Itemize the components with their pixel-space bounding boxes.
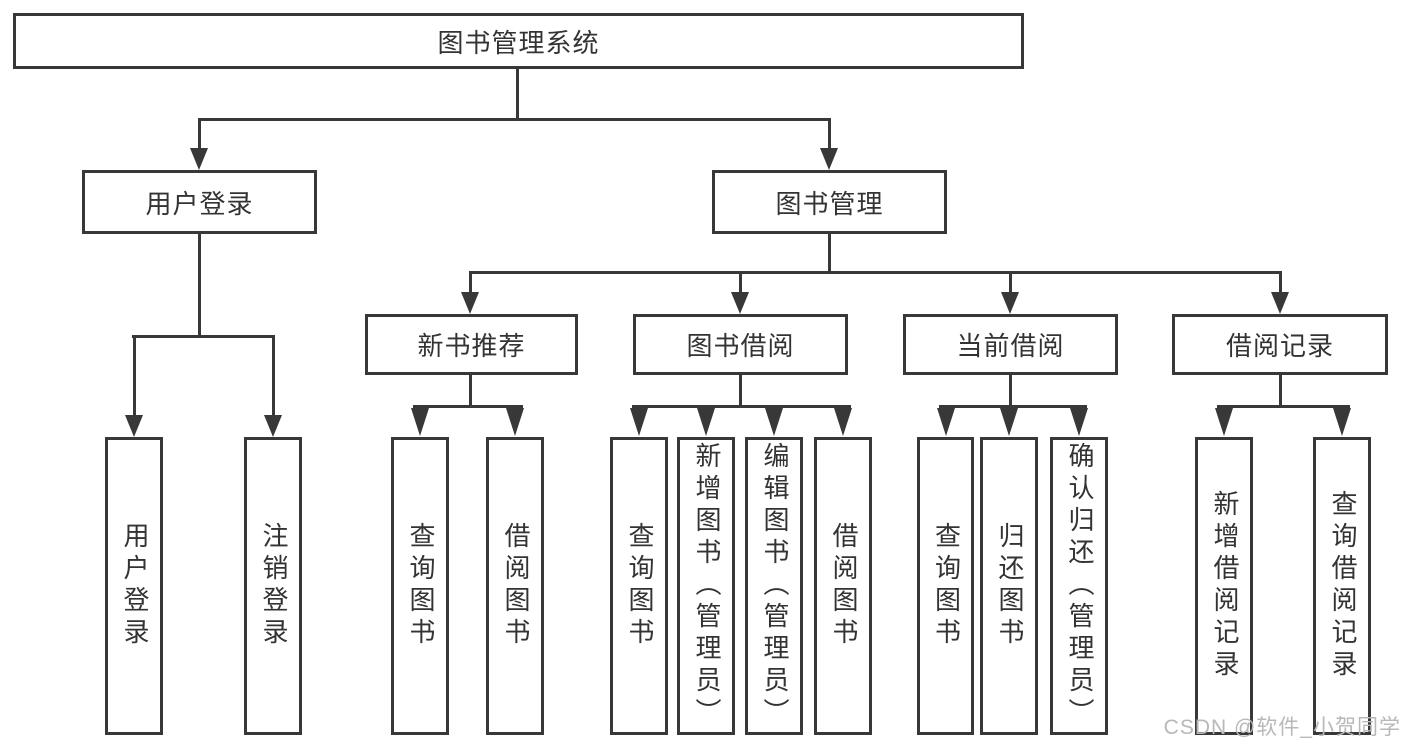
node-label: 确认归还（管理员） xyxy=(1064,442,1095,730)
connector-line xyxy=(828,121,831,150)
arrow-down-icon xyxy=(820,148,838,170)
leaf-query-books-recommend: 查询图书 xyxy=(391,437,449,735)
node-current-borrow: 当前借阅 xyxy=(903,314,1118,375)
node-label: 图书管理 xyxy=(775,188,884,219)
arrow-down-icon xyxy=(765,408,783,436)
arrow-down-icon xyxy=(1001,292,1019,314)
node-user-login: 用户登录 xyxy=(82,170,317,234)
connector-line xyxy=(132,335,275,338)
connector-line xyxy=(739,274,742,293)
csdn-watermark: CSDN @软件_小贺同学 xyxy=(1163,716,1401,739)
node-label: 新增借阅记录 xyxy=(1209,490,1240,682)
leaf-query-books-current: 查询图书 xyxy=(917,437,974,735)
node-label: 查询图书 xyxy=(405,522,436,650)
node-label: 新增图书（管理员） xyxy=(691,442,722,730)
node-label: 编辑图书（管理员） xyxy=(759,442,790,730)
arrow-down-icon xyxy=(1215,408,1233,436)
node-label: 归还图书 xyxy=(994,522,1025,650)
arrow-down-icon xyxy=(190,148,208,170)
node-label: 当前借阅 xyxy=(956,331,1065,361)
connector-line xyxy=(939,405,1087,408)
leaf-edit-books-admin: 编辑图书（管理员） xyxy=(745,437,803,735)
leaf-add-books-admin: 新增图书（管理员） xyxy=(677,437,735,735)
connector-line xyxy=(469,375,472,405)
node-label: 查询图书 xyxy=(624,522,655,650)
leaf-confirm-return-admin: 确认归还（管理员） xyxy=(1050,437,1108,735)
arrow-down-icon xyxy=(1333,408,1351,436)
node-label: 借阅图书 xyxy=(500,522,531,650)
arrow-down-icon xyxy=(461,292,479,314)
connector-line xyxy=(469,274,472,293)
connector-line xyxy=(828,234,831,271)
connector-line xyxy=(739,375,742,405)
connector-line xyxy=(413,405,523,408)
arrow-down-icon xyxy=(697,408,715,436)
leaf-logout: 注销登录 xyxy=(244,437,302,735)
node-system-root: 图书管理系统 xyxy=(13,13,1024,69)
arrow-down-icon xyxy=(731,292,749,314)
node-label: 用户登录 xyxy=(145,188,254,219)
arrow-down-icon xyxy=(834,408,852,436)
arrow-down-icon xyxy=(506,408,524,436)
connector-line xyxy=(469,271,1282,274)
node-label: 查询借阅记录 xyxy=(1327,490,1358,682)
arrow-down-icon xyxy=(1000,408,1018,436)
node-label: 借阅记录 xyxy=(1225,331,1334,361)
arrow-down-icon xyxy=(1271,292,1289,314)
connector-line xyxy=(1009,375,1012,405)
connector-line xyxy=(272,338,275,416)
node-book-management: 图书管理 xyxy=(712,170,947,234)
leaf-borrow-books: 借阅图书 xyxy=(814,437,872,735)
arrow-down-icon xyxy=(1070,408,1088,436)
leaf-return-books: 归还图书 xyxy=(980,437,1038,735)
connector-line xyxy=(198,121,201,150)
node-label: 查询图书 xyxy=(931,522,962,650)
connector-line xyxy=(198,234,201,335)
connector-line xyxy=(516,69,519,118)
leaf-borrow-books-recommend: 借阅图书 xyxy=(486,437,544,735)
node-label: 图书借阅 xyxy=(686,331,795,361)
connector-line xyxy=(1279,375,1282,405)
node-label: 图书管理系统 xyxy=(437,27,600,58)
node-book-borrow: 图书借阅 xyxy=(633,314,848,375)
connector-line xyxy=(1217,405,1350,408)
leaf-user-login: 用户登录 xyxy=(105,437,163,735)
arrow-down-icon xyxy=(630,408,648,436)
connector-line xyxy=(1009,274,1012,293)
connector-line xyxy=(133,338,136,416)
node-label: 注销登录 xyxy=(258,522,289,650)
connector-line xyxy=(1279,274,1282,293)
arrow-down-icon xyxy=(411,408,429,436)
connector-line xyxy=(198,118,831,121)
node-label: 新书推荐 xyxy=(417,331,526,361)
arrow-down-icon xyxy=(937,408,955,436)
leaf-add-borrow-record: 新增借阅记录 xyxy=(1195,437,1253,735)
node-label: 用户登录 xyxy=(119,522,150,650)
arrow-down-icon xyxy=(264,415,282,437)
node-new-book-recommend: 新书推荐 xyxy=(365,314,578,375)
connector-line xyxy=(632,405,851,408)
leaf-query-books: 查询图书 xyxy=(610,437,668,735)
node-label: 借阅图书 xyxy=(828,522,859,650)
arrow-down-icon xyxy=(125,415,143,437)
node-borrow-records: 借阅记录 xyxy=(1172,314,1388,375)
leaf-query-borrow-record: 查询借阅记录 xyxy=(1313,437,1371,735)
